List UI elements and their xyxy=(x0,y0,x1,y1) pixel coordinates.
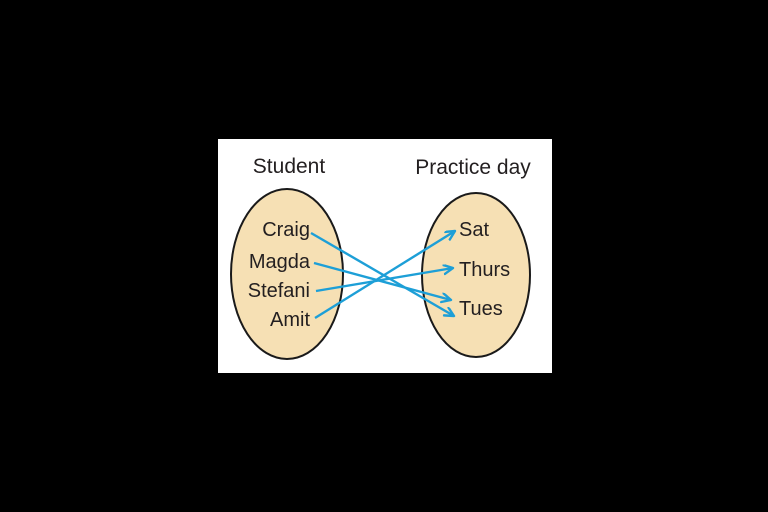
mapping-arrow-magda-tues xyxy=(313,261,451,300)
day-label-tues: Tues xyxy=(459,298,503,320)
mapping-arrow-craig-tues xyxy=(310,231,454,316)
day-label-thurs: Thurs xyxy=(459,259,510,281)
practice-day-set-title: Practice day xyxy=(415,156,531,179)
student-label-stefani: Stefani xyxy=(248,280,310,302)
mapping-diagram: Student Practice day Craig Magda Stefani… xyxy=(230,155,531,360)
student-set-title: Student xyxy=(253,155,326,178)
student-set-ellipse xyxy=(230,188,344,360)
student-label-amit: Amit xyxy=(270,309,310,331)
day-label-sat: Sat xyxy=(459,219,489,241)
mapping-arrow-amit-sat xyxy=(314,231,455,320)
mapping-diagram-panel: Student Practice day Craig Magda Stefani… xyxy=(218,139,552,373)
student-label-craig: Craig xyxy=(262,219,310,241)
student-label-magda: Magda xyxy=(249,251,311,273)
mapping-arrow-stefani-thurs xyxy=(315,268,453,293)
